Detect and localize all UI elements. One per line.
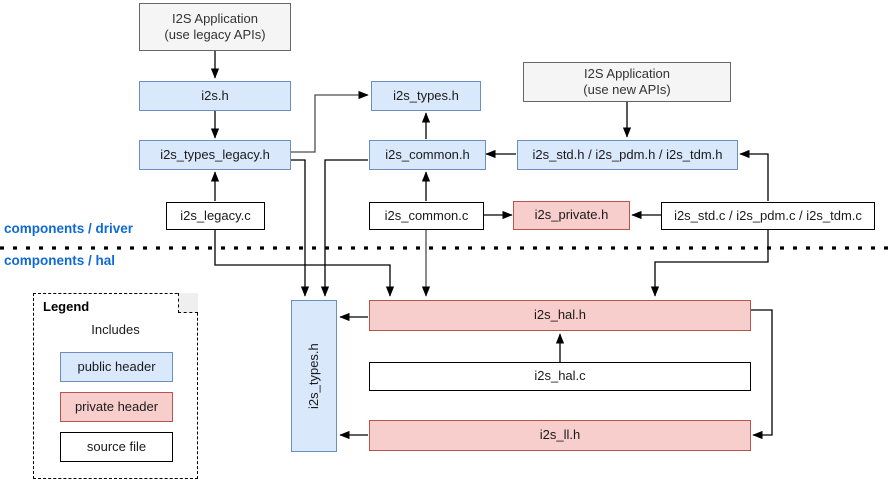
page-fold-icon: [178, 293, 198, 313]
node-i2s-types-legacy-h[interactable]: i2s_types_legacy.h: [139, 140, 291, 170]
node-i2s-std-pdm-tdm-h[interactable]: i2s_std.h / i2s_pdm.h / i2s_tdm.h: [517, 140, 738, 170]
node-i2s-hal-c[interactable]: i2s_hal.c: [369, 362, 751, 391]
node-label: i2s_types.h: [305, 343, 321, 409]
edge-legacyc-halh: [214, 230, 395, 297]
node-label: i2s_std.c / i2s_pdm.c / i2s_tdm.c: [674, 207, 862, 223]
edge-stdc-halh: [650, 230, 769, 297]
node-label-line1: I2S Application: [171, 10, 258, 26]
node-label: i2s_types.h: [393, 87, 459, 103]
legend-title: Legend: [43, 299, 90, 314]
node-label-line2: (use new APIs): [583, 82, 671, 97]
edge-typeslegacy-typesh: [291, 90, 369, 153]
legend-swatch-source-file: source file: [60, 432, 173, 462]
legend-includes-label: Includes: [91, 322, 140, 337]
node-i2s-types-h[interactable]: i2s_types.h: [371, 81, 481, 111]
node-label: i2s_common.h: [385, 146, 470, 162]
edge-typeslegacy-typeshal: [291, 159, 310, 297]
zone-label-hal: components / hal: [4, 253, 116, 268]
edge-halh-llh: [750, 309, 773, 440]
node-i2s-private-h[interactable]: i2s_private.h: [513, 201, 630, 230]
node-i2s-ll-h[interactable]: i2s_ll.h: [369, 420, 751, 451]
legend-panel: Legend Includes public header private he…: [33, 293, 198, 479]
node-i2s-common-h[interactable]: i2s_common.h: [369, 140, 486, 170]
node-i2s-legacy-c[interactable]: i2s_legacy.c: [166, 202, 265, 230]
node-i2s-std-pdm-tdm-c[interactable]: i2s_std.c / i2s_pdm.c / i2s_tdm.c: [661, 202, 875, 230]
legend-swatch-private-header: private header: [60, 392, 173, 422]
node-label: i2s_legacy.c: [180, 207, 251, 223]
node-i2s-h[interactable]: i2s.h: [139, 81, 291, 111]
node-label: i2s_ll.h: [539, 427, 581, 443]
node-label: i2s_std.h / i2s_pdm.h / i2s_tdm.h: [532, 146, 723, 162]
node-label: i2s_hal.c: [534, 368, 586, 384]
node-label: i2s_types_legacy.h: [160, 146, 270, 162]
node-label-line1: I2S Application: [583, 65, 670, 81]
zone-label-driver: components / driver: [4, 221, 134, 236]
edge-stdc-stdh: [739, 149, 769, 201]
node-label: i2s_common.c: [384, 207, 469, 223]
node-label: i2s_hal.h: [533, 307, 587, 323]
node-i2s-application-legacy[interactable]: I2S Application (use legacy APIs): [139, 3, 291, 51]
node-label-line2: (use legacy APIs): [164, 27, 266, 42]
node-label: i2s_private.h: [534, 207, 609, 223]
legend-swatch-label: public header: [77, 358, 156, 374]
node-i2s-types-h-hal[interactable]: i2s_types.h: [291, 300, 337, 452]
edge-commonh-typeshal: [320, 159, 368, 297]
node-i2s-application-new[interactable]: I2S Application (use new APIs): [523, 62, 731, 102]
node-i2s-common-c[interactable]: i2s_common.c: [369, 202, 484, 230]
legend-swatch-label: source file: [86, 438, 147, 454]
legend-swatch-public-header: public header: [60, 352, 173, 382]
node-i2s-hal-h[interactable]: i2s_hal.h: [369, 300, 751, 331]
legend-swatch-label: private header: [74, 398, 159, 414]
node-label: i2s.h: [201, 87, 229, 103]
